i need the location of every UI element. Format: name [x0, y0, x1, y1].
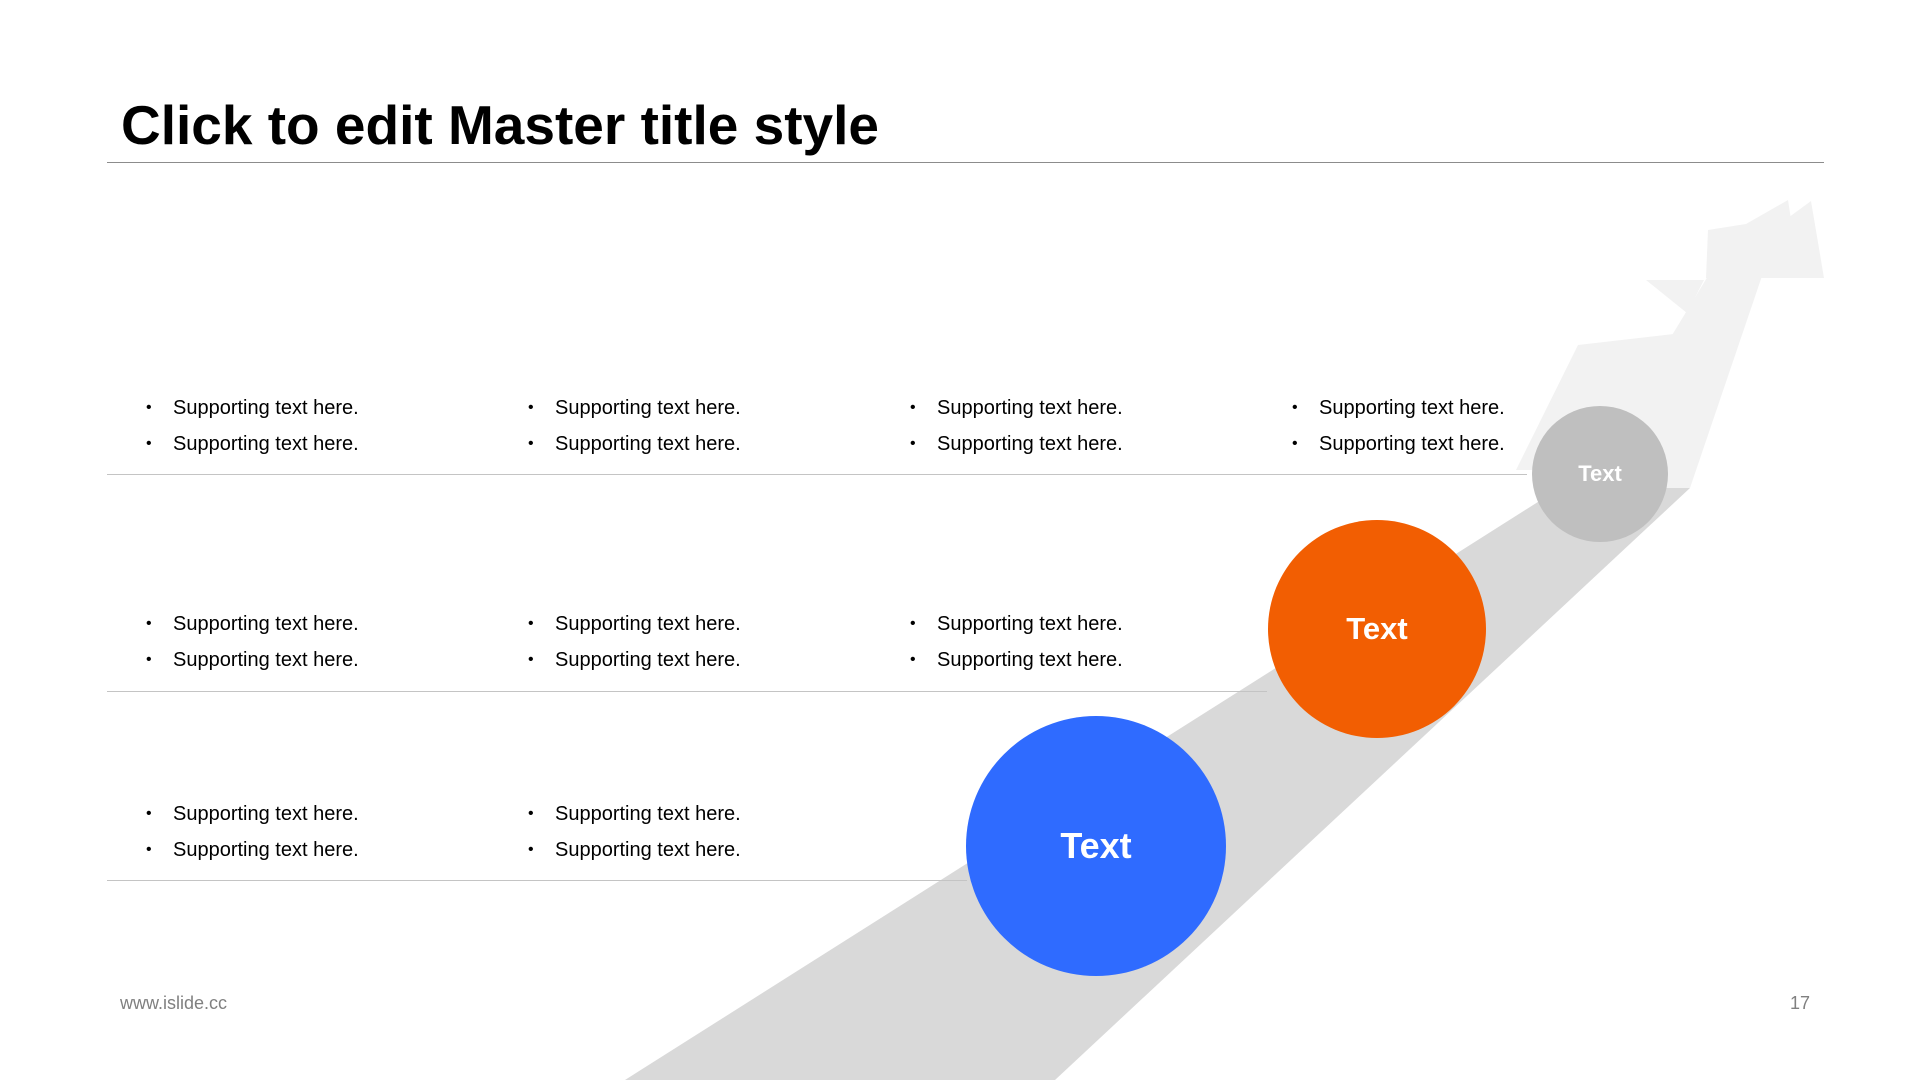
bullet-item: Supporting text here.	[528, 642, 741, 678]
slide-title[interactable]: Click to edit Master title style	[121, 94, 879, 156]
bullet-item: Supporting text here.	[528, 832, 741, 868]
bullet-list-col1-row3[interactable]: Supporting text here. Supporting text he…	[146, 796, 359, 868]
bullet-item: Supporting text here.	[146, 606, 359, 642]
bullet-item: Supporting text here.	[146, 796, 359, 832]
bullet-list-col1-row1[interactable]: Supporting text here. Supporting text he…	[146, 390, 359, 462]
bullet-item: Supporting text here.	[1292, 390, 1505, 426]
bullet-list-col2-row1[interactable]: Supporting text here. Supporting text he…	[528, 390, 741, 462]
step-circle-label: Text	[1346, 611, 1408, 646]
bullet-item: Supporting text here.	[528, 796, 741, 832]
bullet-item: Supporting text here.	[146, 642, 359, 678]
step-circle-3[interactable]: Text	[1532, 406, 1668, 542]
step-circle-label: Text	[1578, 461, 1622, 486]
step-circle-2[interactable]: Text	[1268, 520, 1486, 738]
arrow-head-main	[1706, 201, 1824, 278]
title-divider	[107, 162, 1824, 163]
bullet-list-col3-row1[interactable]: Supporting text here. Supporting text he…	[910, 390, 1123, 462]
row-divider-2	[107, 691, 1267, 692]
page-number: 17	[1789, 993, 1810, 1013]
row-divider-3	[107, 880, 967, 881]
bullet-item: Supporting text here.	[146, 426, 359, 462]
bullet-item: Supporting text here.	[146, 832, 359, 868]
bullet-item: Supporting text here.	[528, 606, 741, 642]
bullet-item: Supporting text here.	[910, 642, 1123, 678]
bullet-list-col4-row1[interactable]: Supporting text here. Supporting text he…	[1292, 390, 1505, 462]
bullet-list-col2-row2[interactable]: Supporting text here. Supporting text he…	[528, 606, 741, 678]
bullet-list-col3-row2[interactable]: Supporting text here. Supporting text he…	[910, 606, 1123, 678]
step-circle-1[interactable]: Text	[966, 716, 1226, 976]
bullet-item: Supporting text here.	[910, 426, 1123, 462]
bullet-item: Supporting text here.	[528, 426, 741, 462]
bullet-list-col2-row3[interactable]: Supporting text here. Supporting text he…	[528, 796, 741, 868]
bullet-item: Supporting text here.	[146, 390, 359, 426]
bullet-list-col1-row2[interactable]: Supporting text here. Supporting text he…	[146, 606, 359, 678]
bullet-item: Supporting text here.	[910, 606, 1123, 642]
row-divider-1	[107, 474, 1527, 475]
footer-url: www.islide.cc	[120, 993, 228, 1013]
step-circle-label: Text	[1060, 825, 1132, 866]
bullet-item: Supporting text here.	[1292, 426, 1505, 462]
bullet-item: Supporting text here.	[910, 390, 1123, 426]
bullet-item: Supporting text here.	[528, 390, 741, 426]
